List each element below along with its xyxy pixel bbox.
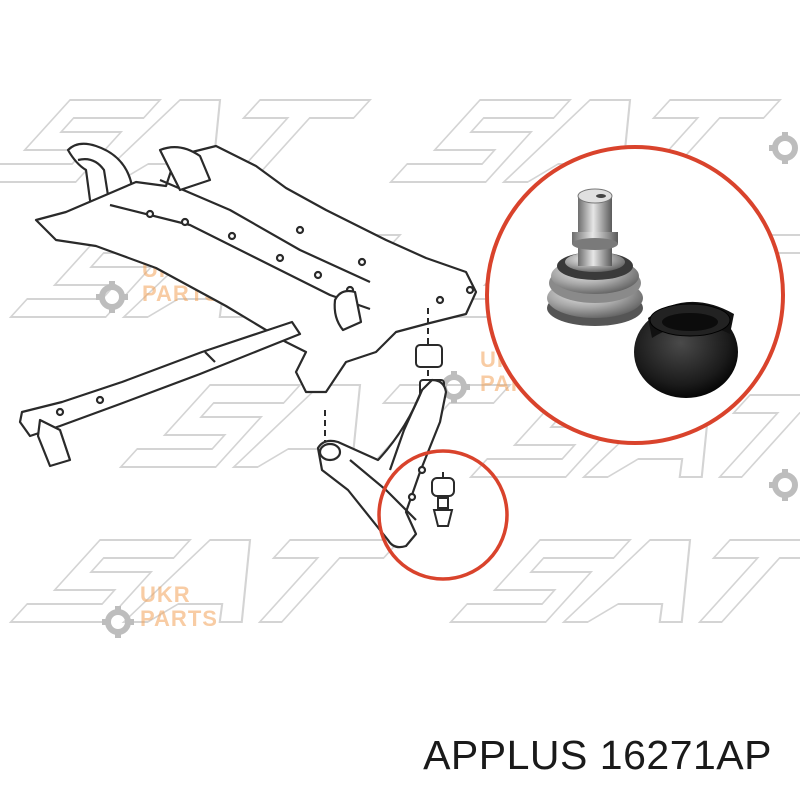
ukr-parts-logo-3: UKR PARTS [102,582,218,638]
gear-icon [102,606,134,638]
product-photo-inset [485,145,785,445]
gear-icon [96,281,128,313]
ball-joint-photo [547,188,643,326]
brand-name: APPLUS [423,732,588,778]
part-number: 16271AP [599,732,772,778]
small-highlight-circle [377,449,509,581]
subframe-drawing [18,142,478,468]
gear-icon [769,469,798,501]
logo-text-bottom: PARTS [140,606,218,631]
rubber-boot-photo [634,301,738,398]
control-arm-drawing [316,378,448,549]
logo-text-top: UKR [140,582,191,607]
product-caption: APPLUS 16271AP [423,732,772,779]
gear-icon [769,132,798,164]
ball-joint-detail [431,472,455,527]
